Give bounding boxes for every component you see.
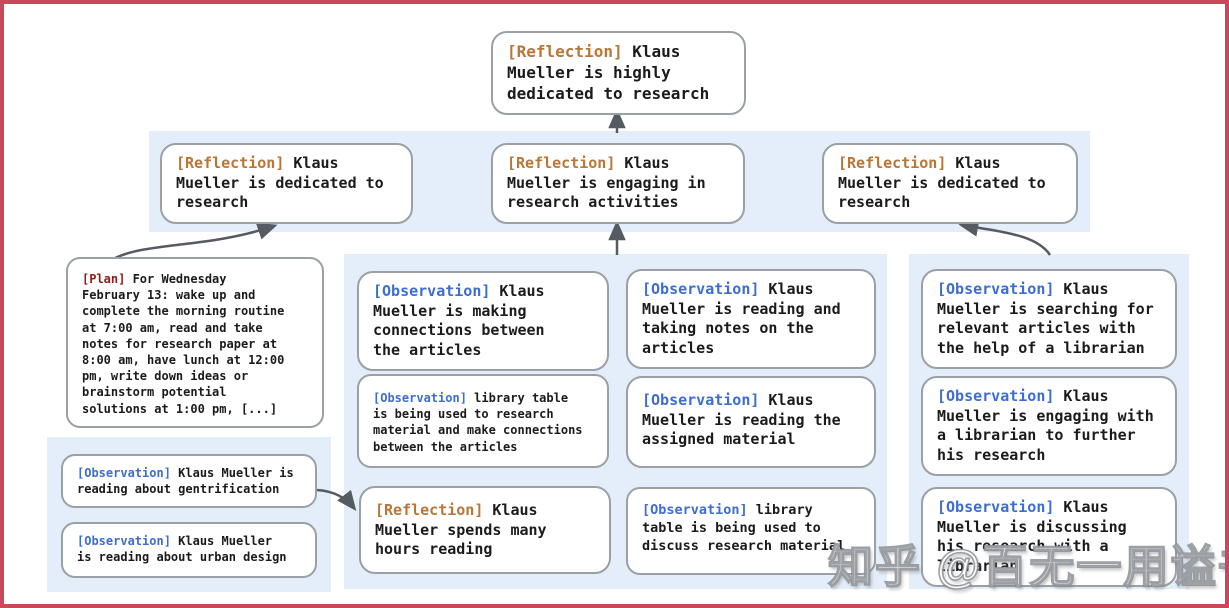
reflection-tag: [Reflection]: [176, 154, 285, 172]
observation-tag: [Observation]: [373, 391, 467, 405]
node-text: Klaus Mueller is searching for relevant …: [937, 280, 1154, 357]
node-text: Klaus Mueller spends many hours reading: [375, 501, 547, 558]
node-obs-engaging-librarian: [Observation] Klaus Mueller is engaging …: [921, 376, 1177, 476]
node-obs-urban-design: [Observation] Klaus Mueller is reading a…: [61, 522, 317, 578]
node-reflection-hours-reading: [Reflection] Klaus Mueller spends many h…: [359, 486, 611, 574]
node-reflection-middle: [Reflection] Klaus Mueller is engaging i…: [491, 143, 745, 224]
node-text: library table is being used to discuss r…: [642, 502, 846, 554]
node-plan: [Plan] For Wednesday February 13: wake u…: [66, 257, 324, 428]
node-text: library table is being used to research …: [373, 391, 583, 454]
observation-tag: [Observation]: [937, 498, 1055, 516]
node-text: Klaus Mueller is highly dedicated to res…: [507, 42, 710, 103]
observation-tag: [Observation]: [642, 502, 748, 518]
reflection-tag: [Reflection]: [838, 154, 947, 172]
node-reflection-left: [Reflection] Klaus Mueller is dedicated …: [160, 143, 413, 224]
observation-tag: [Observation]: [642, 391, 760, 409]
node-text: Klaus Mueller is reading about urban des…: [77, 534, 287, 565]
node-text: Klaus Mueller is engaging with a librari…: [937, 387, 1154, 464]
node-obs-gentrification: [Observation] Klaus Mueller is reading a…: [61, 454, 317, 509]
observation-tag: [Observation]: [77, 466, 171, 480]
node-obs-library-research: [Observation] library table is being use…: [357, 374, 609, 468]
node-text: Klaus Mueller is dedicated to research: [838, 154, 1046, 211]
observation-tag: [Observation]: [937, 387, 1055, 405]
node-text: Klaus Mueller is discussing his research…: [937, 498, 1127, 575]
node-text: Klaus Mueller is engaging in research ac…: [507, 154, 706, 211]
node-text: Klaus Mueller is reading the assigned ma…: [642, 391, 841, 448]
reflection-tag: [Reflection]: [507, 154, 616, 172]
node-obs-discussing-librarian: [Observation] Klaus Mueller is discussin…: [921, 487, 1177, 587]
node-text: Klaus Mueller is reading and taking note…: [642, 280, 841, 357]
node-root-reflection: [Reflection] Klaus Mueller is highly ded…: [491, 31, 746, 116]
node-obs-assigned-material: [Observation] Klaus Mueller is reading t…: [626, 376, 876, 468]
node-text: For Wednesday February 13: wake up and c…: [82, 272, 285, 416]
node-obs-connections: [Observation] Klaus Mueller is making co…: [357, 271, 609, 371]
node-obs-searching-articles: [Observation] Klaus Mueller is searching…: [921, 269, 1177, 369]
reflection-tag: [Reflection]: [507, 42, 623, 61]
plan-tag: [Plan]: [82, 272, 126, 286]
observation-tag: [Observation]: [77, 534, 171, 548]
node-obs-library-discuss: [Observation] library table is being use…: [626, 487, 876, 575]
reflection-tag: [Reflection]: [375, 501, 484, 519]
node-text: Klaus Mueller is making connections betw…: [373, 282, 545, 359]
observation-tag: [Observation]: [937, 280, 1055, 298]
node-reflection-right: [Reflection] Klaus Mueller is dedicated …: [822, 143, 1078, 224]
observation-tag: [Observation]: [642, 280, 760, 298]
node-obs-taking-notes: [Observation] Klaus Mueller is reading a…: [626, 269, 876, 369]
node-text: Klaus Mueller is reading about gentrific…: [77, 466, 294, 497]
observation-tag: [Observation]: [373, 282, 491, 300]
node-text: Klaus Mueller is dedicated to research: [176, 154, 384, 211]
